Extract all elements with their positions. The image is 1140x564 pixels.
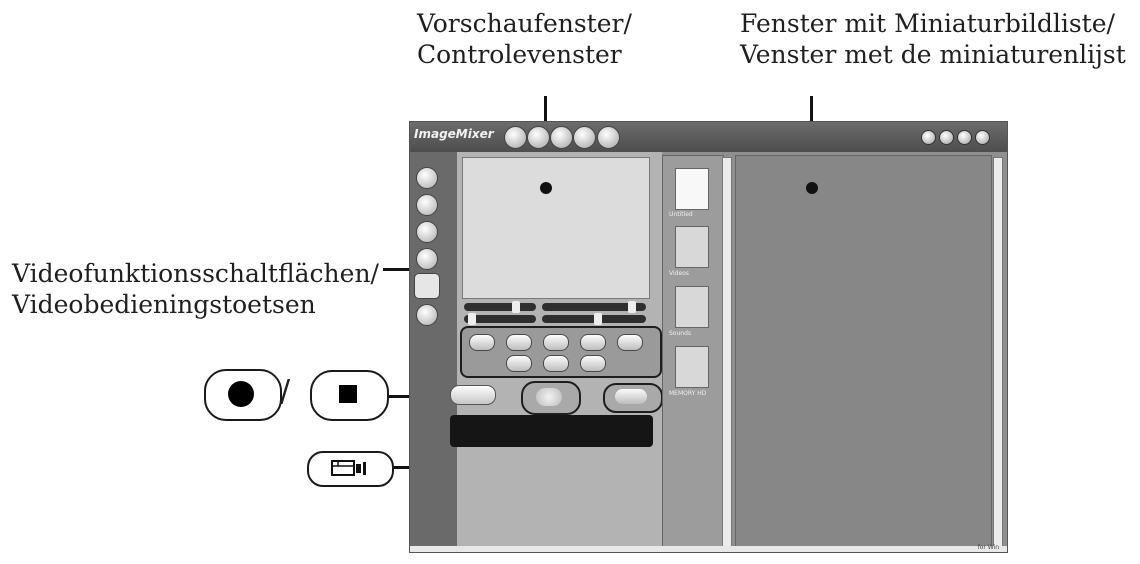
close-icon[interactable] <box>975 130 990 145</box>
volume-slider[interactable] <box>464 301 536 313</box>
thumbnail-pointer-dot <box>806 182 818 194</box>
album-mode-icon[interactable] <box>416 194 438 216</box>
camera-callout-button <box>307 451 394 487</box>
capture-mode-icon[interactable] <box>416 167 438 189</box>
balance-slider[interactable] <box>464 313 536 325</box>
folder-thumbnail[interactable] <box>675 286 709 328</box>
stop-callout-button <box>310 370 389 421</box>
position-slider-bottom[interactable] <box>542 313 646 325</box>
record-button[interactable] <box>521 381 581 415</box>
pause-button[interactable] <box>580 334 606 351</box>
camera-capture-button[interactable] <box>603 383 663 413</box>
volume-slider-knob[interactable] <box>512 301 520 313</box>
toolbar-button-4-icon[interactable] <box>573 126 596 149</box>
minimize-icon[interactable] <box>939 130 954 145</box>
folder-label: MEMORY HD <box>669 390 707 397</box>
folder-label: Videos <box>669 270 689 277</box>
record-callout-button <box>204 369 282 421</box>
video-camera-icon <box>331 460 366 476</box>
status-bar: for Win <box>410 544 1007 552</box>
stop-square-icon <box>339 385 357 403</box>
record-icon <box>536 388 562 406</box>
video-function-buttons <box>460 326 662 378</box>
tools-mode-icon[interactable] <box>416 248 438 270</box>
video-capture-mode-icon[interactable] <box>414 273 440 299</box>
preview-window-label: Vorschaufenster/ Controlevenster <box>417 9 632 69</box>
position-slider-top[interactable] <box>542 301 646 313</box>
folder-scrollbar[interactable] <box>722 157 732 549</box>
folder-thumbnail[interactable] <box>675 168 709 210</box>
toolbar-button-3-icon[interactable] <box>550 126 573 149</box>
thumbnail-list-window <box>735 155 992 550</box>
capture-option-button[interactable] <box>450 385 496 405</box>
thumbnail-list-scrollbar[interactable] <box>993 157 1003 549</box>
separator-slash: / <box>280 374 291 409</box>
folder-label: Sounds <box>669 330 692 337</box>
record-dot-icon <box>228 381 254 407</box>
folder-label: Untitled <box>669 211 693 218</box>
help-icon[interactable] <box>921 130 936 145</box>
frame-forward-button[interactable] <box>580 355 606 372</box>
restore-icon[interactable] <box>957 130 972 145</box>
folder-column: Untitled Videos Sounds MEMORY HD <box>662 155 724 550</box>
play-button[interactable] <box>543 334 569 351</box>
frame-play-button[interactable] <box>543 355 569 372</box>
video-buttons-label: Videofunktionsschaltflächen/ Videobedien… <box>12 259 379 319</box>
stop-video-button[interactable] <box>506 334 532 351</box>
disc-mode-icon[interactable] <box>416 221 438 243</box>
toolbar-button-1-icon[interactable] <box>504 126 527 149</box>
preview-window <box>462 157 650 299</box>
capture-info-bar <box>450 415 653 447</box>
camera-icon <box>615 389 647 404</box>
imagemixer-window: ImageMixer <box>409 121 1008 553</box>
balance-slider-knob[interactable] <box>468 313 476 325</box>
folder-thumbnail[interactable] <box>675 226 709 268</box>
mode-sidebar <box>410 152 457 552</box>
rewind-button[interactable] <box>469 334 495 351</box>
position-slider-bottom-knob[interactable] <box>594 313 602 325</box>
preview-pointer-dot <box>540 182 552 194</box>
status-text: for Win <box>977 544 999 551</box>
frame-back-button[interactable] <box>506 355 532 372</box>
title-bar: ImageMixer <box>410 122 1007 152</box>
toolbar-button-2-icon[interactable] <box>527 126 550 149</box>
thumbnail-window-label: Fenster mit Miniaturbildliste/ Venster m… <box>740 9 1126 69</box>
position-slider-top-knob[interactable] <box>628 301 636 313</box>
app-logo: ImageMixer <box>414 127 494 141</box>
folder-thumbnail[interactable] <box>675 346 709 388</box>
fast-forward-button[interactable] <box>617 334 643 351</box>
settings-mode-icon[interactable] <box>416 304 438 326</box>
toolbar-button-5-icon[interactable] <box>597 126 620 149</box>
